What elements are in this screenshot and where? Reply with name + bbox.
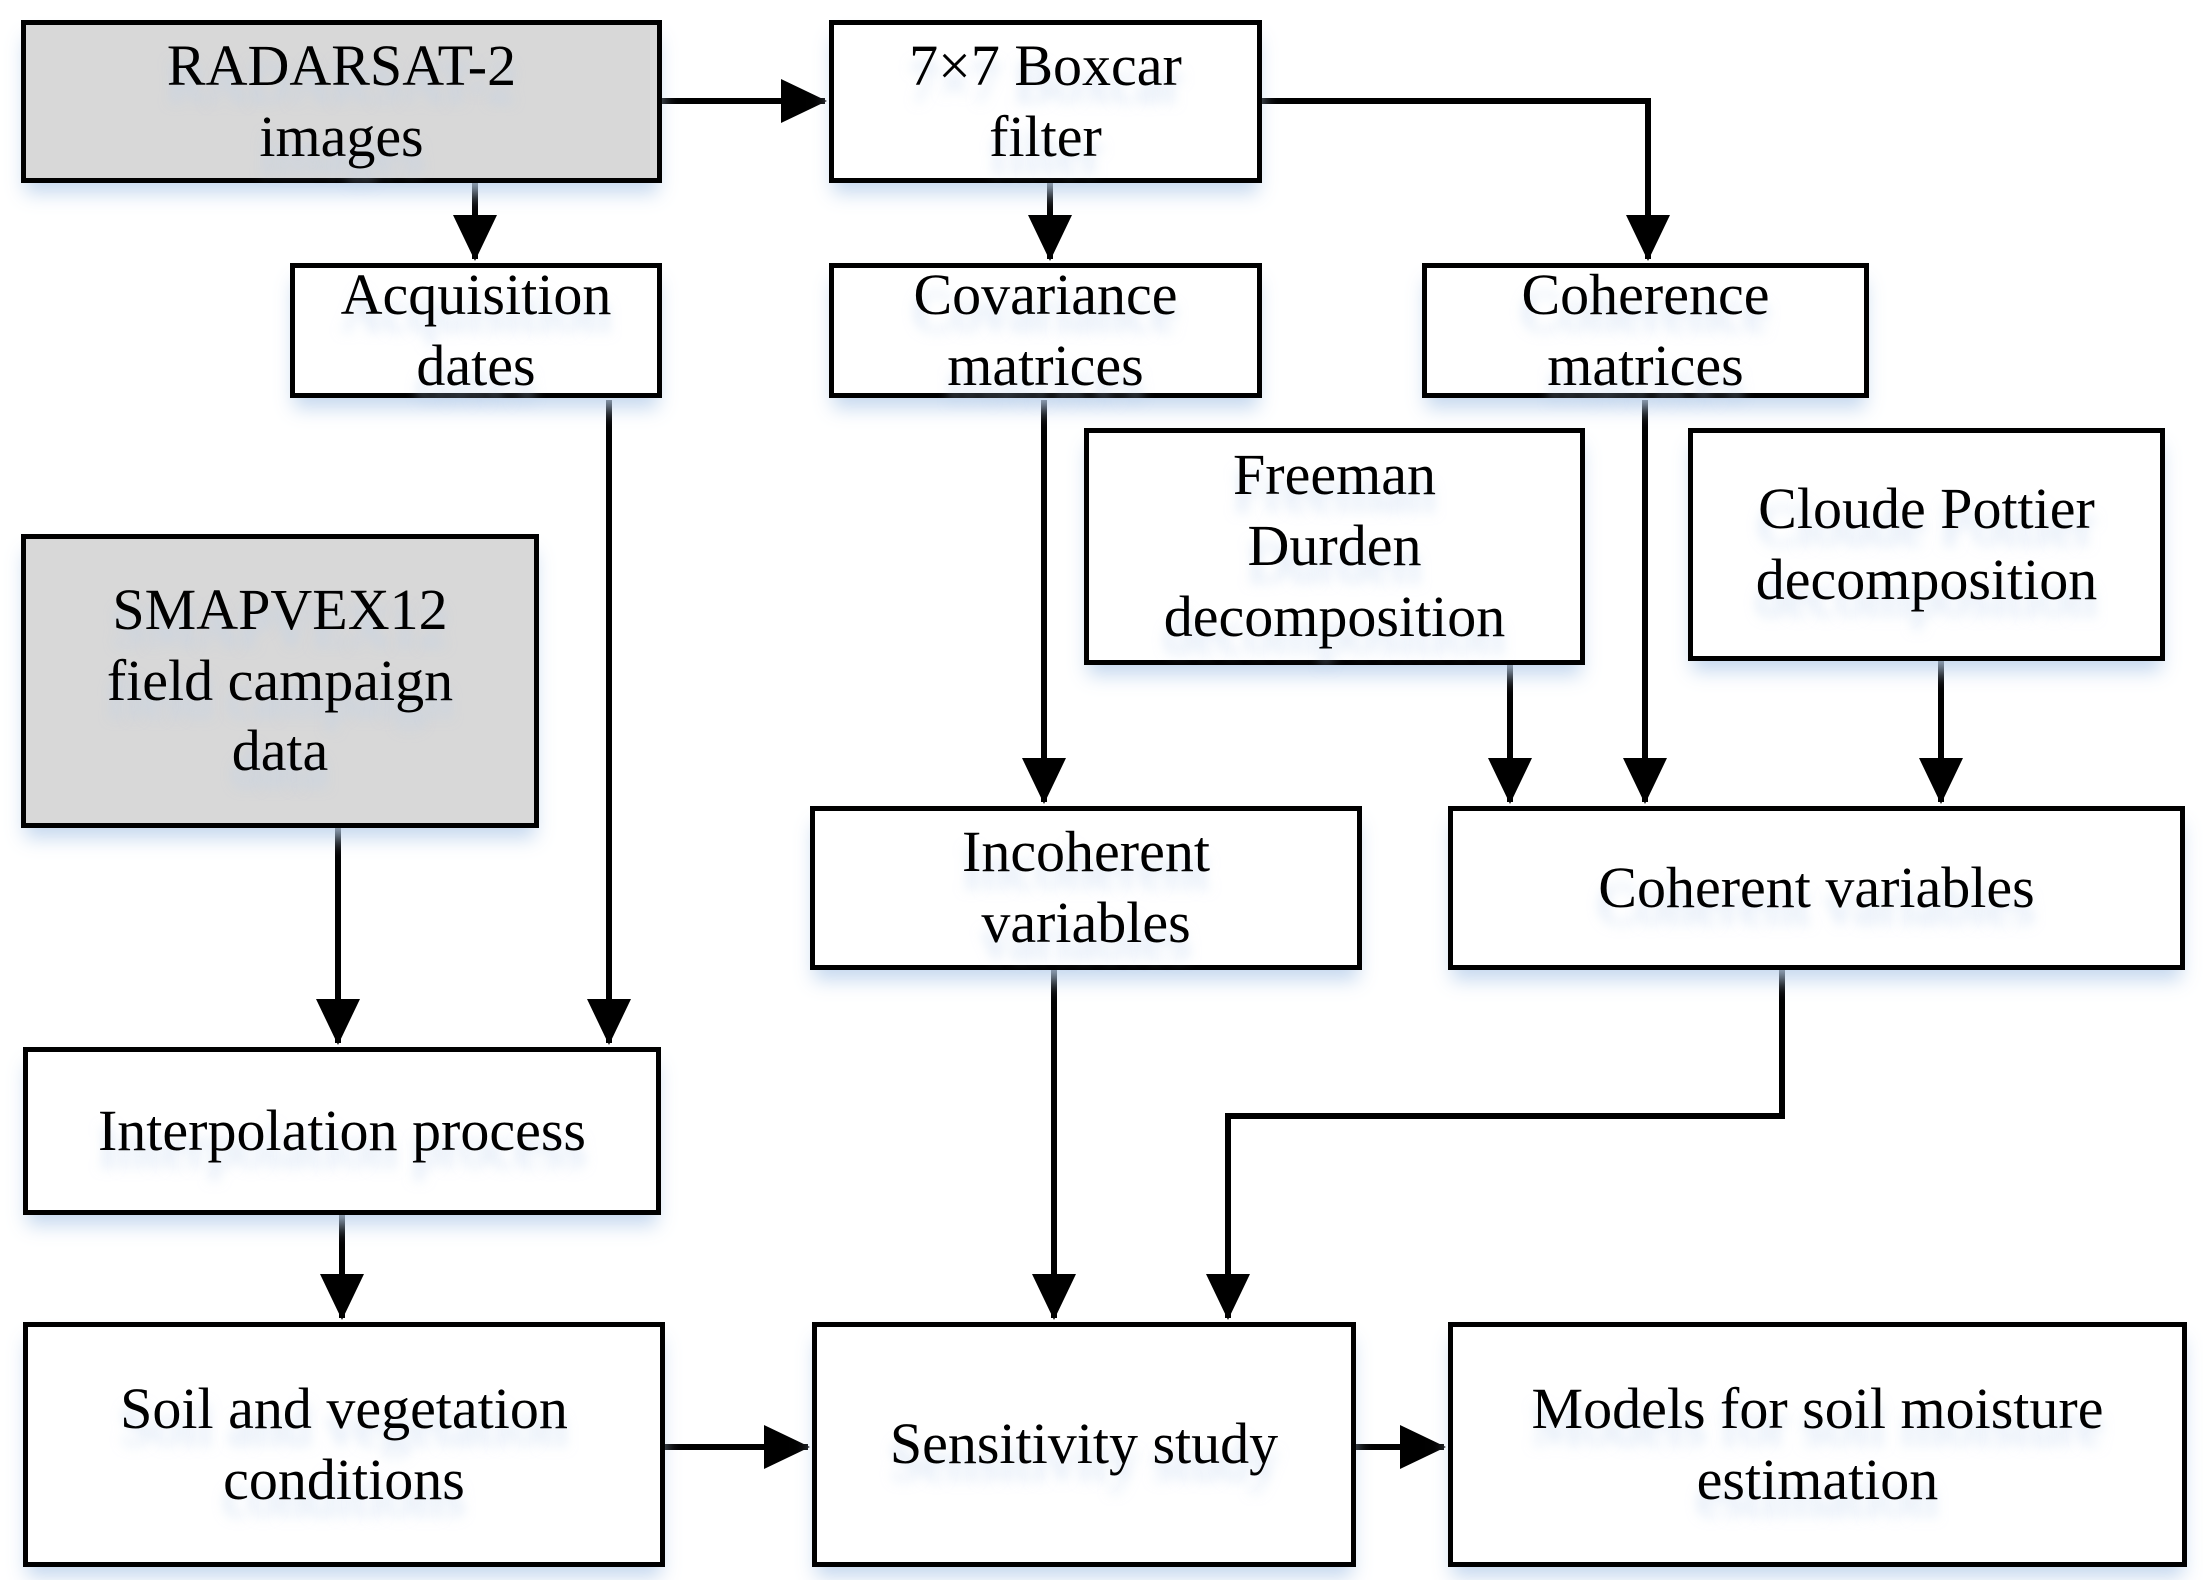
node-label: Sensitivity study	[889, 1411, 1279, 1477]
node-label: Incoherent variables	[962, 819, 1210, 955]
node-cloude-pottier-decomposition: Cloude Pottier decomposition	[1688, 428, 2165, 661]
node-label: 7×7 Boxcar filter	[909, 32, 1182, 169]
node-freeman-durden-decomposition: Freeman Durden decomposition	[1084, 428, 1585, 665]
node-label: Soil and vegetation conditions	[120, 1375, 568, 1512]
node-acquisition-dates: Acquisition dates	[290, 262, 662, 398]
node-radarsat-images: RADARSAT-2 images	[21, 20, 662, 183]
node-boxcar-filter: 7×7 Boxcar filter	[829, 20, 1262, 183]
node-label: SMAPVEX12 field campaign data	[106, 576, 454, 784]
node-sensitivity-study: Sensitivity study	[812, 1322, 1356, 1567]
node-soil-vegetation-conditions: Soil and vegetation conditions	[23, 1322, 665, 1567]
node-coherent-variables: Coherent variables	[1448, 806, 2185, 970]
node-label: Coherence matrices	[1521, 261, 1770, 398]
node-interpolation-process: Interpolation process	[23, 1047, 661, 1215]
edge-boxcar-to-coherence	[1262, 98, 1670, 261]
node-smapvex12-field-campaign-data: SMAPVEX12 field campaign data	[21, 534, 539, 828]
node-incoherent-variables: Incoherent variables	[810, 806, 1362, 970]
node-covariance-matrices: Covariance matrices	[829, 262, 1262, 398]
node-label: Coherent variables	[1598, 854, 2035, 920]
node-label: Cloude Pottier decomposition	[1755, 475, 2098, 612]
node-label: Freeman Durden decomposition	[1163, 442, 1506, 649]
node-models-soil-moisture-estimation: Models for soil moisture estimation	[1448, 1322, 2187, 1567]
node-label: RADARSAT-2 images	[166, 32, 517, 169]
node-label: Acquisition dates	[340, 261, 612, 398]
node-label: Interpolation process	[97, 1097, 586, 1163]
node-coherence-matrices: Coherence matrices	[1422, 262, 1869, 398]
node-label: Covariance matrices	[913, 261, 1178, 398]
edge-coherent-to-sensitivity	[1206, 970, 1785, 1320]
node-label: Models for soil moisture estimation	[1531, 1375, 2104, 1512]
